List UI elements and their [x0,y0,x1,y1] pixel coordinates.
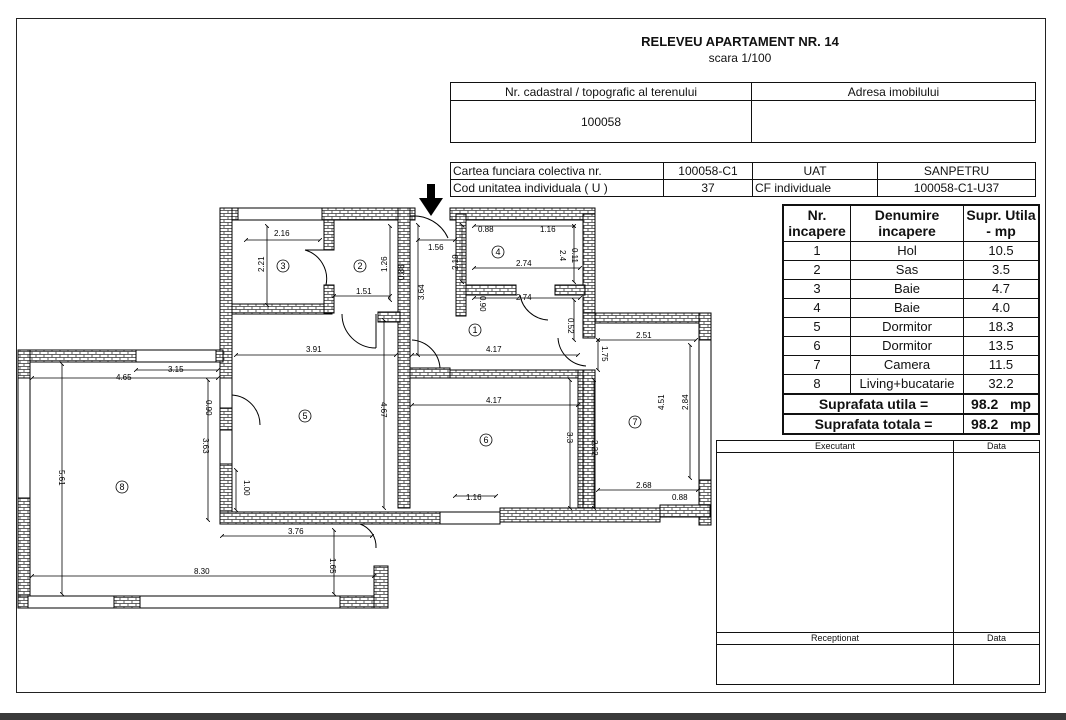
dim-label: 2.74 [516,293,532,302]
room-number-1: 1 [472,325,477,335]
dim-label: 2.4 [558,250,567,262]
dim-label: 0.88 [397,264,406,280]
cf-label: Cartea funciara colectiva nr. [450,162,664,180]
total-useful-row: Suprafata utila = 98.2 mp [782,392,1040,414]
room-number-5: 5 [302,411,307,421]
dimension-lines [32,225,698,594]
room-markers: 1 2 3 4 5 6 7 8 [115,245,642,494]
room-number-2: 2 [357,261,362,271]
cadastral-header-address: Adresa imobilului [751,82,1036,101]
dim-label: 0.52 [566,318,575,334]
property-address [751,100,1036,143]
cadastral-number: 100058 [450,100,752,143]
room-number-3: 3 [280,261,285,271]
total-area-number: 98.2 [971,415,999,432]
dim-label: 0.88 [478,225,494,234]
dim-label: 3.3 [565,432,574,444]
dim-label: 0.90 [478,296,487,312]
total-useful-label: Suprafata utila = [782,392,964,414]
dim-label: 4.17 [486,396,502,405]
room-number-4: 4 [495,247,500,257]
total-useful-unit: mp [1009,395,1031,412]
receptionat-signature-area [716,644,954,685]
dimension-labels: 2.16 2.21 1.26 1.51 0.88 1.56 3.64 2.19 … [57,225,690,576]
room-number-8: 8 [119,482,124,492]
room-area: 11.5 [963,354,1040,375]
dim-label: 2.16 [274,229,290,238]
dim-label: 1.00 [242,480,251,496]
dim-label: 2.22 [590,440,599,456]
room-area: 4.7 [963,278,1040,299]
room-name: Camera [850,354,964,375]
unit-code: 37 [663,179,753,197]
dim-label: 2.21 [257,256,266,272]
dim-label: 2.19 [451,254,460,270]
dim-label: 2.68 [636,481,652,490]
cf-table: Cartea funciara colectiva nr. 100058-C1 … [450,162,1036,197]
dim-label: 4.51 [657,394,666,410]
total-area-label: Suprafata totala = [782,412,964,434]
document-sheet [16,18,1046,693]
scan-edge [0,713,1066,720]
dim-label: 2.51 [636,331,652,340]
dim-label: 8.30 [194,567,210,576]
dim-label: 3.15 [168,365,184,374]
dim-label: 0.88 [672,493,688,502]
executant-date-area [953,452,1040,633]
dim-label: 3.64 [417,284,426,300]
rooms-header-name: Denumire incapere [850,204,964,242]
room-number-6: 6 [483,435,488,445]
dim-label: 3.76 [288,527,304,536]
dim-label: 1.56 [428,243,444,252]
cadastral-table: Nr. cadastral / topografic al terenului … [450,82,1036,143]
dim-label: 3.91 [306,345,322,354]
dim-label: 5.61 [57,470,66,486]
dim-label: 0.11 [570,248,579,264]
room-area: 10.5 [963,240,1040,261]
dim-label: 1.51 [356,287,372,296]
unit-code-label: Cod unitatea individuala ( U ) [450,179,664,197]
cf-individual-label: CF individuale [752,179,878,197]
dim-label: 2.84 [681,394,690,410]
total-useful-value: 98.2 mp [963,392,1040,414]
walls [17,207,712,609]
rooms-header-area: Supr. Utila - mp [963,204,1040,242]
windows [17,207,712,609]
dim-label: 4.17 [486,345,502,354]
dim-label: 1.26 [380,256,389,272]
cf-individual-value: 100058-C1-U37 [877,179,1036,197]
dim-label: 3.63 [201,438,210,454]
total-area-value: 98.2 mp [963,412,1040,434]
entrance-arrow-icon [419,184,443,216]
receptionat-date-area [953,644,1040,685]
dim-label: 1.16 [540,225,556,234]
cadastral-header-nr: Nr. cadastral / topografic al terenului [450,82,752,101]
room-number-7: 7 [632,417,637,427]
rooms-table: Nr. incapere Denumire incapere Supr. Uti… [782,204,1040,435]
room-area: 3.5 [963,259,1040,280]
room-name: Living+bucatarie [850,373,964,394]
dim-label: 4.65 [116,373,132,382]
document-scale: scara 1/100 [708,51,772,65]
dim-label: 4.67 [379,402,388,418]
total-area-unit: mp [1009,415,1031,432]
signature-table: Executant Data Receptionat Data [716,440,1040,685]
date-label-1: Data [953,440,1040,453]
dim-label: 1.65 [328,558,337,574]
dim-label: 1.75 [600,346,609,362]
dim-label: 1.16 [466,493,482,502]
total-useful-number: 98.2 [971,395,999,412]
total-area-row: Suprafata totala = 98.2 mp [782,412,1040,434]
dim-label: 2.74 [516,259,532,268]
document-title: RELEVEU APARTAMENT NR. 14 [641,34,839,49]
dim-label: 0.90 [204,400,213,416]
